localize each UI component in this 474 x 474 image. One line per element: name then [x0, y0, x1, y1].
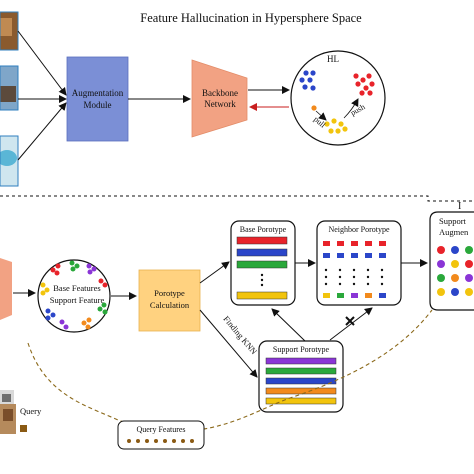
- features-circle: [37, 259, 111, 333]
- backbone-network-shape: [191, 59, 248, 138]
- augmentation-module-box: [66, 56, 129, 142]
- backbone-label-line1: Backbone: [202, 88, 238, 98]
- base-prototype-bars: [236, 236, 288, 300]
- support-to-base-arrow: [271, 308, 306, 342]
- calc-to-base-arrow: [199, 261, 230, 284]
- sphere-yellow-cluster: [324, 118, 348, 134]
- support-augment-line1: Support: [439, 216, 467, 226]
- section-divider: [0, 195, 474, 202]
- query-label: Query: [20, 406, 42, 416]
- support-prototype-bars: [265, 357, 337, 405]
- support-to-neighbor-arrow: [329, 307, 373, 341]
- sphere-red-cluster: [353, 73, 375, 96]
- neighbor-prototype-grid: [323, 241, 386, 298]
- input-image-cup: [0, 135, 19, 187]
- support-prototype-title: Support Porotype: [273, 345, 330, 354]
- neighbor-prototype-title: Neighbor Porotype: [328, 225, 390, 234]
- sphere-blue-cluster: [299, 70, 316, 91]
- support-augmentation-dots: [437, 246, 473, 296]
- partial-label: I: [458, 201, 461, 212]
- prototype-calc-line1: Porotype: [154, 288, 185, 298]
- augmentation-label-line2: Module: [84, 100, 112, 110]
- features-label-line2: Support Feature: [50, 295, 105, 305]
- finding-knn-label: Finding KNN: [221, 314, 259, 356]
- augmentation-label-line1: Augmentation: [72, 88, 124, 98]
- backbone-label-line2: Network: [204, 99, 236, 109]
- bottom-backbone-shape: [0, 258, 12, 320]
- push-arrow: [343, 98, 359, 119]
- query-features-dots: [127, 439, 194, 443]
- base-prototype-ellipsis: [260, 273, 264, 287]
- hypersphere-label: HL: [327, 54, 339, 64]
- base-prototype-title: Base Porotype: [240, 225, 287, 234]
- query-dashed-path: [27, 309, 433, 432]
- query-image-bottom: [0, 404, 16, 434]
- top-title: Feature Hallucination in Hypersphere Spa…: [140, 11, 362, 25]
- calc-to-support-arrow: [199, 309, 258, 378]
- prototype-calc-line2: Calculation: [150, 300, 190, 310]
- support-augment-line2: Augmen: [439, 227, 469, 237]
- cross-mark-icon: [345, 316, 355, 326]
- input-arrows: [17, 30, 67, 161]
- support-augmentation-panel: [429, 211, 474, 311]
- query-marker-square: [20, 425, 27, 432]
- input-image-dog: [0, 11, 19, 51]
- features-dots: [40, 260, 108, 330]
- prototype-calculation-box: [138, 269, 201, 332]
- sphere-orange-point: [311, 105, 317, 111]
- query-features-label: Query Features: [136, 425, 185, 434]
- query-image-top: [0, 390, 14, 404]
- input-image-animal: [0, 65, 19, 111]
- features-label-line1: Base Features: [53, 283, 100, 293]
- pull-arrow: [315, 110, 327, 121]
